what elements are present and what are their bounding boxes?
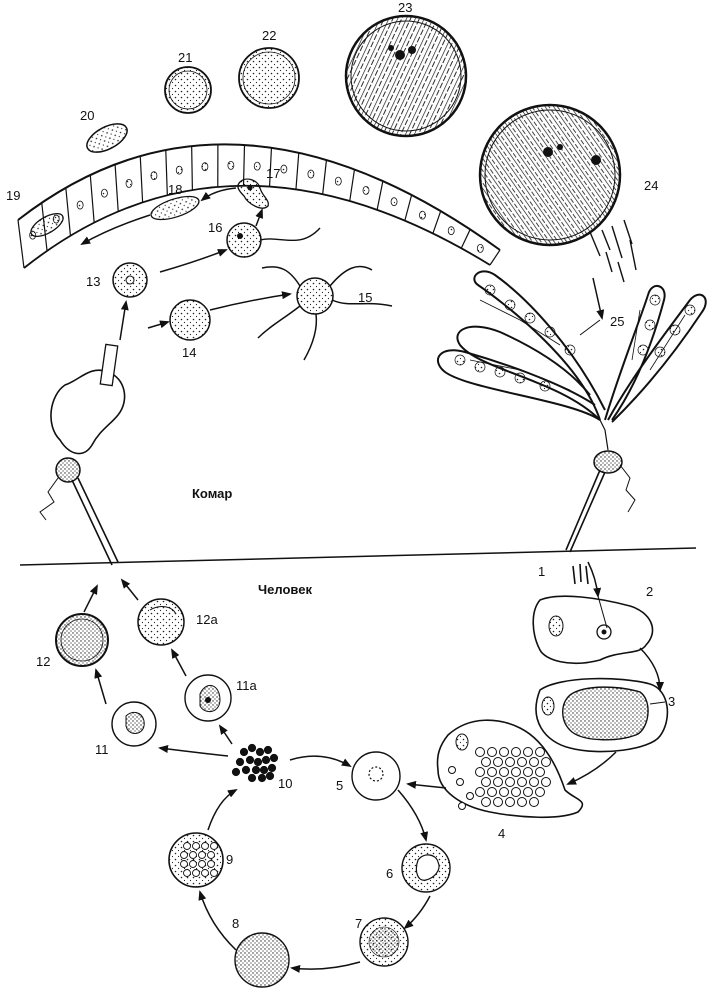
host-divider [19, 547, 697, 566]
salivary-gland [437, 270, 707, 423]
mosquito-arrows [80, 187, 605, 341]
label-21: 21 [178, 50, 192, 65]
section-label-human: Человек [258, 582, 312, 597]
stage-9-morula [168, 832, 224, 888]
stage-6-trophozoite [401, 843, 451, 893]
stage-14-macrogametocyte [169, 299, 211, 341]
label-22: 22 [262, 28, 276, 43]
stage-4-merozoite-release [436, 719, 584, 819]
label-4: 4 [498, 826, 505, 841]
label-18: 18 [168, 182, 182, 197]
oocyst-24-rupturing [478, 103, 637, 283]
stage-11-gametocyte [111, 701, 157, 747]
stage-19-ookinete-in-wall [30, 212, 64, 238]
label-25: 25 [610, 314, 624, 329]
label-8: 8 [232, 916, 239, 931]
oocyst-20 [86, 123, 128, 153]
stage-10-merozoites [231, 743, 279, 783]
label-5: 5 [336, 778, 343, 793]
stage-15-exflagellation [257, 265, 393, 361]
stage-17-zygote [237, 178, 269, 209]
oocyst-22 [238, 47, 300, 109]
stage-11a-gametocyte [184, 674, 232, 722]
label-20: 20 [80, 108, 94, 123]
label-14: 14 [182, 345, 196, 360]
label-9: 9 [226, 852, 233, 867]
label-11a: 11а [236, 678, 257, 693]
stage-7-schizont [359, 917, 409, 967]
label-23: 23 [398, 0, 412, 15]
label-11: 11 [95, 742, 109, 757]
stage-5-ring [351, 751, 401, 801]
label-10: 10 [278, 776, 292, 791]
label-17: 17 [266, 166, 280, 181]
stage-1-sporozoites [572, 563, 589, 585]
label-24: 24 [644, 178, 658, 193]
label-15: 15 [358, 290, 372, 305]
stage-13-microgametocyte [112, 262, 148, 298]
stage-3-tissue-schizont [535, 677, 669, 753]
label-leaders [579, 319, 666, 705]
label-7: 7 [355, 916, 362, 931]
mosquito-head-left [39, 343, 126, 566]
label-19: 19 [6, 188, 20, 203]
label-3: 3 [668, 694, 675, 709]
stage-12-microgametocyte [55, 613, 109, 667]
label-12a: 12а [196, 612, 218, 627]
section-label-mosquito: Комар [192, 486, 232, 501]
label-13: 13 [86, 274, 100, 289]
label-6: 6 [386, 866, 393, 881]
stage-16-fertilization [226, 222, 321, 258]
human-arrows [83, 561, 664, 973]
label-1: 1 [538, 564, 545, 579]
label-2: 2 [646, 584, 653, 599]
stage-12a-macrogametocyte [137, 598, 185, 646]
stage-8-schizont [234, 932, 290, 988]
label-12: 12 [36, 654, 50, 669]
oocyst-23 [344, 14, 468, 138]
mosquito-head-right [565, 419, 636, 553]
stage-18-ookinete [150, 195, 200, 221]
label-16: 16 [208, 220, 222, 235]
stage-2-liver-cell [532, 595, 654, 664]
oocyst-21 [164, 66, 212, 114]
